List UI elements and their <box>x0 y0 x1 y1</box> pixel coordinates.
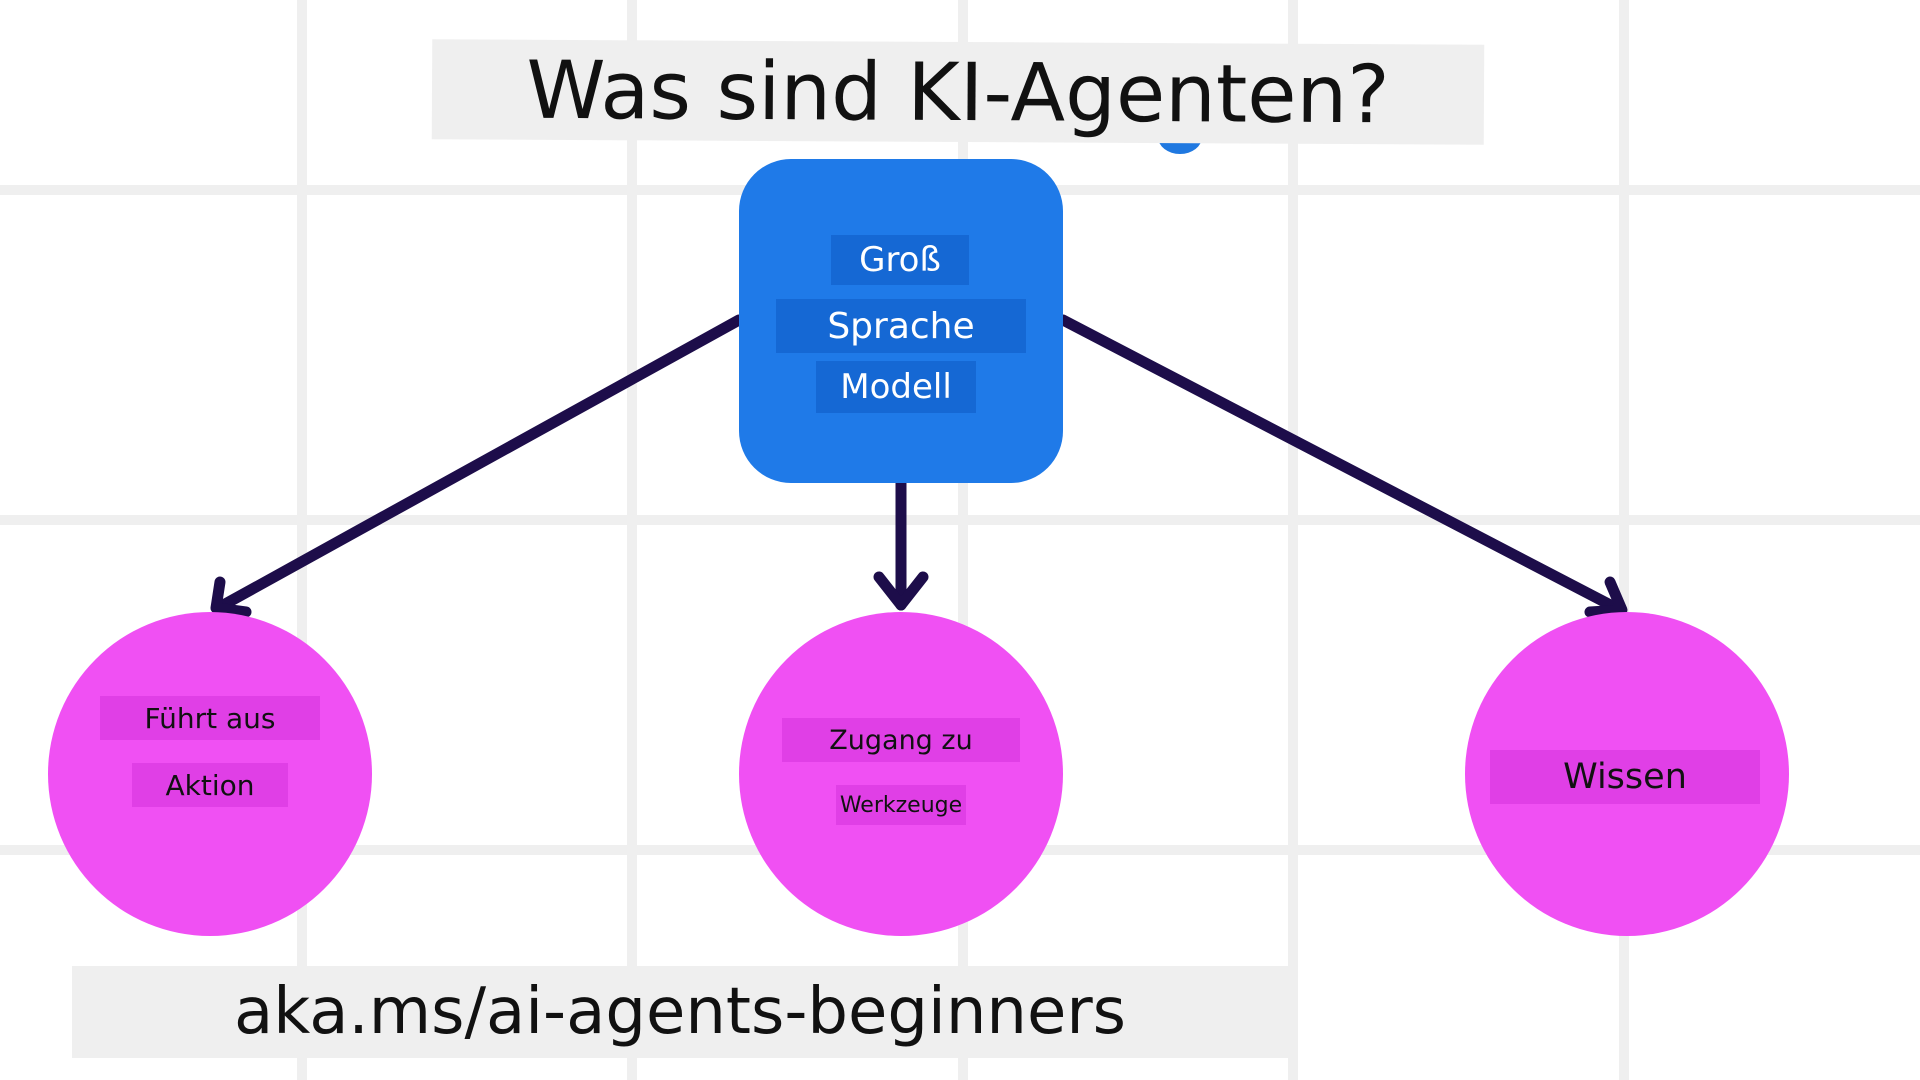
footer-link-banner: aka.ms/ai-agents-beginners <box>72 966 1288 1058</box>
arrow-head <box>1584 576 1628 618</box>
page-title: Was sind KI-Agenten? <box>431 39 1485 145</box>
node-action: Führt aus Aktion <box>48 612 372 936</box>
llm-label-line-3: Modell <box>816 361 976 413</box>
llm-node: Groß Sprache Modell <box>739 159 1063 483</box>
footer-link[interactable]: aka.ms/ai-agents-beginners <box>234 975 1126 1049</box>
llm-label-line-2: Sprache <box>776 299 1026 353</box>
grid-line <box>627 0 637 1080</box>
arrow-to-knowledge <box>1057 314 1626 616</box>
node-action-label-2: Aktion <box>132 763 288 807</box>
node-tools: Zugang zu Werkzeuge <box>739 612 1063 936</box>
arrow-to-action <box>212 314 745 614</box>
title-text: Was sind KI-Agenten? <box>526 43 1390 141</box>
arrow-head <box>873 571 929 611</box>
grid-line <box>297 0 307 1080</box>
grid-line <box>958 0 968 1080</box>
arrow-head <box>210 576 252 618</box>
llm-label-line-1: Groß <box>831 235 969 285</box>
grid-line <box>1288 0 1298 1080</box>
grid-line <box>1619 0 1629 1080</box>
node-tools-label-2: Werkzeuge <box>836 785 966 825</box>
node-knowledge-label: Wissen <box>1490 750 1760 804</box>
node-action-label-1: Führt aus <box>100 696 320 740</box>
node-tools-label-1: Zugang zu <box>782 718 1020 762</box>
node-knowledge: Wissen <box>1465 612 1789 936</box>
grid-line <box>0 515 1920 525</box>
